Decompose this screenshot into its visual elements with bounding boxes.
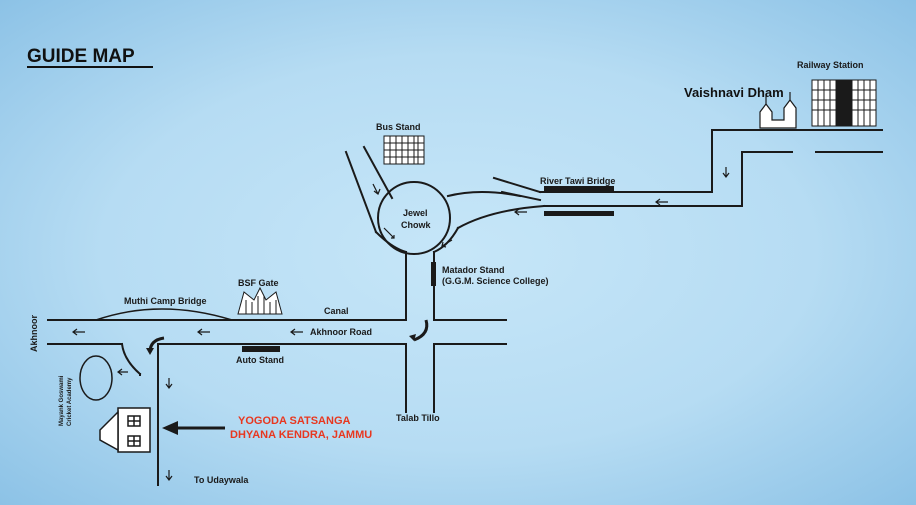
label-akhnoor: Akhnoor (29, 315, 39, 352)
bsf-gate-icon (237, 286, 283, 315)
label-canal: Canal (324, 306, 349, 316)
label-auto-stand: Auto Stand (236, 355, 284, 365)
tawi-road-lower (456, 204, 546, 230)
chowk-link-left (374, 230, 408, 254)
label-vaishnavi-dham: Vaishnavi Dham (684, 85, 784, 100)
label-destination-line2: DHYANA KENDRA, JAMMU (230, 429, 372, 441)
arrow-left-4 (655, 198, 668, 206)
arrow-left-3 (290, 328, 303, 336)
arrow-left-5 (514, 208, 527, 216)
label-bus-stand: Bus Stand (376, 122, 421, 132)
bus-stand-building-icon (383, 135, 425, 165)
matador-stand-bar (431, 262, 436, 286)
label-river-tawi-bridge: River Tawi Bridge (540, 176, 615, 186)
ashram-building-icon (99, 407, 151, 453)
map-title: GUIDE MAP (27, 46, 135, 67)
tawi-spur-2 (500, 190, 542, 202)
railway-station-building-icon (811, 79, 877, 127)
label-akhnoor-road: Akhnoor Road (310, 327, 372, 337)
label-railway-station: Railway Station (797, 60, 864, 70)
label-bsf-gate: BSF Gate (238, 278, 279, 288)
arrow-chowk-2 (441, 239, 453, 248)
tawi-spur-1 (492, 176, 542, 194)
label-muthi-camp-bridge: Muthi Camp Bridge (124, 296, 207, 306)
direction-arrows (72, 167, 730, 481)
bus-road-right (362, 145, 394, 200)
bus-road-left (344, 150, 378, 234)
roads (47, 129, 883, 486)
arrow-left-1 (72, 328, 85, 336)
arrow-left-2 (197, 328, 210, 336)
arrow-chowk-1 (383, 227, 395, 239)
label-to-udaywala: To Udaywala (194, 475, 249, 485)
arrow-down-2 (372, 183, 381, 195)
vaishnavi-dham-temple-icon (759, 92, 797, 129)
label-mayank-goswami: Mayank Goswami (59, 375, 65, 426)
turn-arrow-1 (413, 319, 429, 342)
label-ggm-science-college: (G.G.M. Science College) (442, 276, 549, 286)
label-talab-tillo: Talab Tillo (396, 413, 440, 423)
udaywala-turn-left (120, 342, 142, 376)
jewel-chowk-roundabout (377, 181, 451, 255)
muthi-camp-bridge-arc (95, 308, 233, 321)
label-cricket-academy: Cricket Academy (67, 377, 73, 426)
label-matador-stand: Matador Stand (442, 265, 505, 275)
river-tawi-bridge-bar-lower (544, 211, 614, 216)
river-tawi-bridge-bar (544, 186, 614, 191)
label-chowk: Chowk (401, 220, 431, 230)
label-jewel: Jewel (403, 208, 428, 218)
arrow-down-3 (165, 378, 173, 389)
arrow-down-1 (722, 167, 730, 178)
auto-stand-bar (242, 346, 280, 352)
cricket-ground (79, 355, 113, 401)
arrow-left-6 (117, 368, 128, 376)
label-destination-line1: YOGODA SATSANGA (238, 415, 351, 427)
chowk-link-right (432, 226, 460, 254)
arrow-down-4 (165, 470, 173, 481)
